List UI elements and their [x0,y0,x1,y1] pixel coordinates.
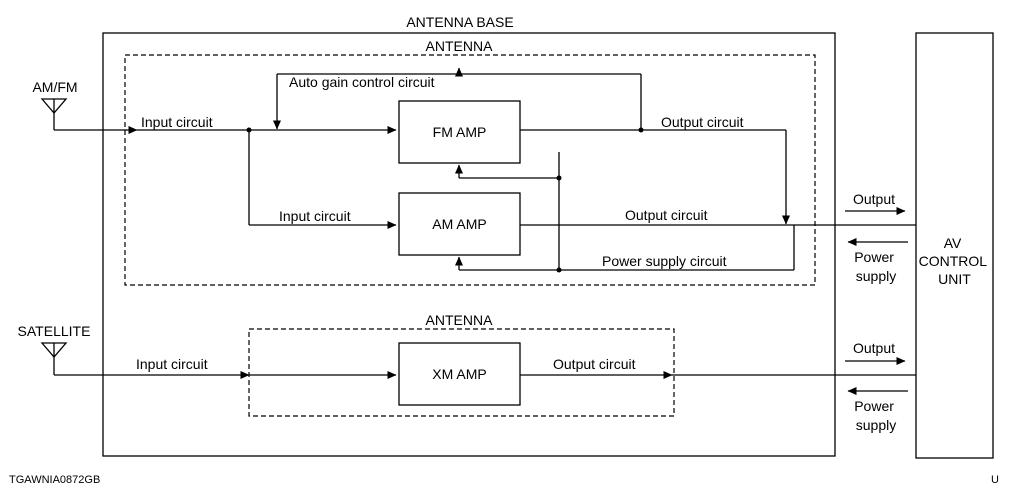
antenna-base-title: ANTENNA BASE [406,14,513,30]
input-circuit-am-label: Input circuit [279,208,351,224]
xm-amp-block [398,342,521,406]
output-circuit-am-label: Output circuit [625,207,708,223]
output-circuit-fm-label: Output circuit [661,114,744,130]
output-circuit-xm-label: Output circuit [553,356,636,372]
power-supply-bottom-label: Power supply [854,398,898,433]
corner-mark: U [991,474,999,485]
am-amp-block [398,192,521,256]
xm-amp-label: XM AMP [432,366,486,382]
power-supply-top-label: Power supply [854,249,898,284]
auto-gain-label: Auto gain control circuit [289,74,435,90]
antenna-bottom-title: ANTENNA [426,312,494,328]
antenna-base-box [102,32,836,457]
input-circuit-main-label: Input circuit [141,114,213,130]
av-control-unit-label: AV CONTROL UNIT [919,235,991,287]
fm-amp-label: FM AMP [433,124,487,140]
satellite-antenna-icon [40,342,68,375]
antenna-am-fm-dashed-box [124,54,816,286]
am-fm-label: AM/FM [32,79,77,95]
fm-amp-block [398,100,521,164]
output-bottom-label: Output [853,340,895,356]
power-supply-circuit-label: Power supply circuit [602,253,727,269]
input-circuit-xm-label: Input circuit [136,356,208,372]
output-top-label: Output [853,191,895,207]
satellite-label: SATELLITE [18,323,91,339]
am-fm-antenna-icon [40,98,68,130]
figure-code: TGAWNIA0872GB [9,474,100,485]
av-control-unit-box [915,32,994,459]
am-amp-label: AM AMP [432,216,486,232]
antenna-top-title: ANTENNA [426,38,494,54]
